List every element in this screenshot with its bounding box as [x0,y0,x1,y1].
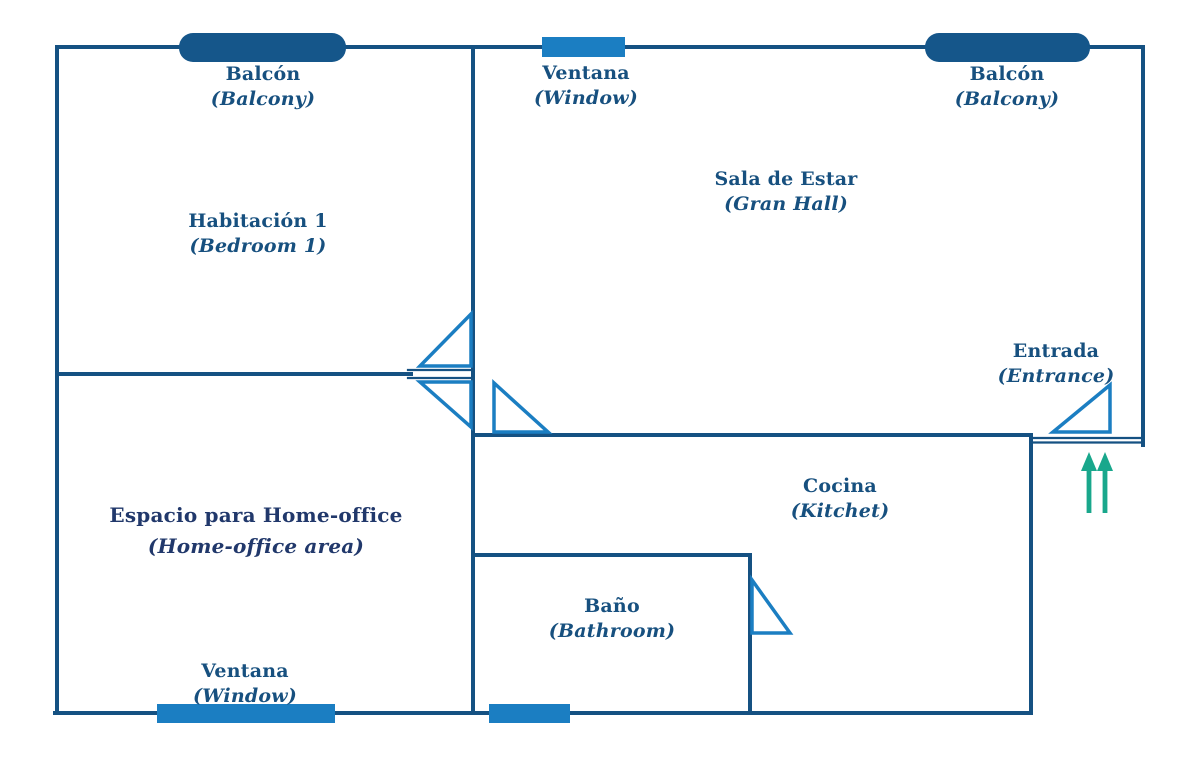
window-bathroom-marker [489,704,570,723]
door-swing-bathroom [750,574,794,635]
label-entrance-title: Entrada [1012,340,1100,362]
label-entrance: Entrada (Entrance) [998,339,1115,389]
door-swing-kitchen [492,379,553,434]
label-window-bottom-subtitle: (Window) [193,685,297,707]
label-bathroom: Baño (Bathroom) [549,594,675,644]
label-home-office-subtitle: (Home-office area) [147,534,365,558]
label-kitchen-title: Cocina [803,475,877,497]
door-swings-group [415,309,1112,635]
label-bathroom-title: Baño [584,595,640,617]
balcony-markers-group [179,33,1090,62]
door-swing-entrance [1048,381,1112,434]
label-balcony-left-subtitle: (Balcony) [210,88,316,110]
entrance-arrow-left-shaft [1086,469,1092,513]
entrance-arrow-left-head [1081,452,1097,471]
entrance-arrow-right-head [1097,452,1113,471]
door-swing-bedroom [415,309,473,368]
label-window-top-subtitle: (Window) [534,87,638,109]
door-swing-home-office [415,380,473,431]
label-balcony-left-title: Balcón [225,63,301,85]
label-gran-hall: Sala de Estar (Gran Hall) [714,167,857,217]
label-window-top: Ventana (Window) [534,61,638,111]
label-home-office-title: Espacio para Home-office [109,503,403,527]
label-balcony-right-title: Balcón [969,63,1045,85]
label-gran-hall-subtitle: (Gran Hall) [724,193,848,215]
balcony-left-marker [179,33,346,62]
label-gran-hall-title: Sala de Estar [714,168,858,190]
window-markers-group [157,37,625,723]
label-kitchen-subtitle: (Kitchet) [790,500,890,522]
entrance-arrow-right-shaft [1102,469,1108,513]
label-window-bottom: Ventana (Window) [193,659,297,709]
label-kitchen: Cocina (Kitchet) [791,474,890,524]
entrance-arrows-group [1081,452,1113,513]
window-bottom-left-marker [157,704,335,723]
label-balcony-left: Balcón (Balcony) [211,62,315,112]
label-bathroom-subtitle: (Bathroom) [548,620,676,642]
label-bedroom-1-subtitle: (Bedroom 1) [189,235,327,257]
label-window-bottom-title: Ventana [201,660,289,682]
window-top-marker [542,37,625,57]
label-bedroom-1: Habitación 1 (Bedroom 1) [188,209,327,259]
label-entrance-subtitle: (Entrance) [997,365,1115,387]
label-bedroom-1-title: Habitación 1 [188,210,328,232]
label-home-office: Espacio para Home-office (Home-office ar… [109,503,402,559]
label-balcony-right: Balcón (Balcony) [955,62,1059,112]
balcony-right-marker [925,33,1090,62]
label-balcony-right-subtitle: (Balcony) [954,88,1060,110]
label-window-top-title: Ventana [542,62,630,84]
